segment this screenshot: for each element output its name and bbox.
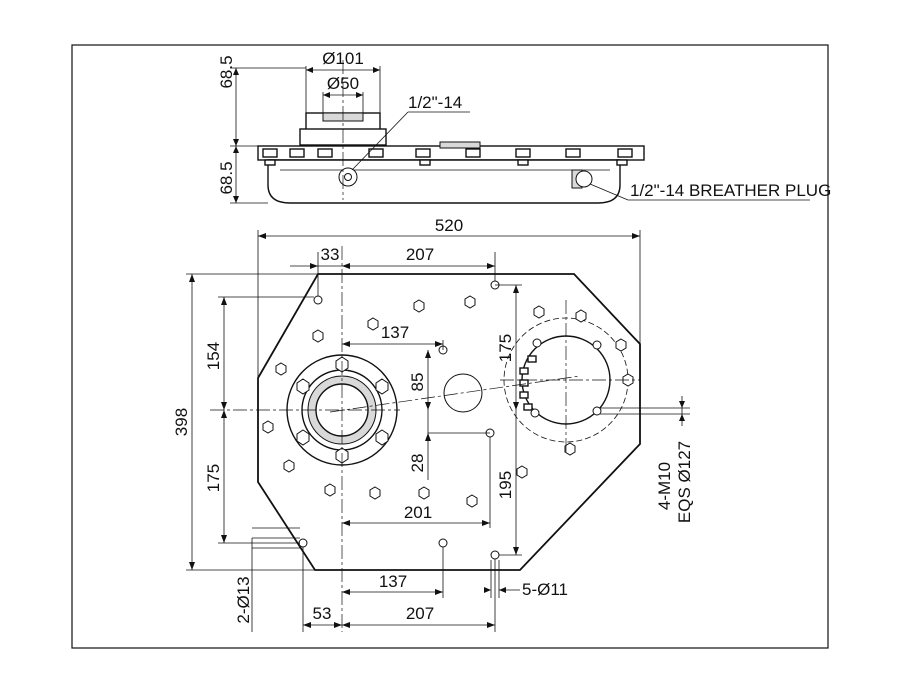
side-bolts bbox=[262, 141, 633, 158]
input-flange-bolts bbox=[296, 356, 389, 464]
plate-hex-bolts bbox=[262, 295, 634, 508]
drawing-frame bbox=[71, 44, 829, 649]
dim-154: 154 bbox=[204, 342, 223, 370]
dim-195: 195 bbox=[496, 471, 515, 499]
dim-175-right: 175 bbox=[496, 334, 515, 362]
dim-398: 398 bbox=[172, 408, 191, 436]
label-eqs-127: EQS Ø127 bbox=[675, 441, 694, 523]
output-threaded-holes bbox=[530, 338, 602, 418]
dim-207-top: 207 bbox=[406, 245, 434, 264]
dim-28: 28 bbox=[408, 454, 427, 473]
label-m10: 4-M10 bbox=[655, 462, 674, 510]
side-view: Ø101 Ø50 68.5 68.5 1/2"-14 1/2"-14 BREAT… bbox=[217, 49, 831, 204]
dim-85: 85 bbox=[408, 373, 427, 392]
side-housing bbox=[267, 159, 621, 204]
plate-outline bbox=[257, 273, 641, 571]
side-bolt-tails bbox=[264, 159, 628, 166]
label-breather-plug: 1/2"-14 BREATHER PLUG bbox=[630, 181, 831, 200]
dim-dia-101: Ø101 bbox=[322, 49, 364, 68]
dim-53: 53 bbox=[313, 604, 332, 623]
dim-175-left: 175 bbox=[204, 464, 223, 492]
label-holes-5: 5-Ø11 bbox=[522, 580, 568, 599]
dim-width-520: 520 bbox=[435, 216, 463, 235]
dim-height-top: 68.5 bbox=[217, 55, 236, 88]
plan-view: 520 33 207 137 154 398 175 85 bbox=[172, 216, 694, 632]
dim-201: 201 bbox=[404, 503, 432, 522]
label-port-top: 1/2"-14 bbox=[408, 93, 462, 112]
dim-137-mid: 137 bbox=[381, 323, 409, 342]
dim-dia-50: Ø50 bbox=[327, 74, 359, 93]
dim-137-bottom: 137 bbox=[379, 572, 407, 591]
dim-height-bottom: 68.5 bbox=[217, 161, 236, 194]
label-holes-2: 2-Ø13 bbox=[234, 576, 253, 623]
side-breather-plug bbox=[571, 169, 593, 189]
dim-33: 33 bbox=[321, 245, 340, 264]
dim-207-bottom: 207 bbox=[406, 604, 434, 623]
